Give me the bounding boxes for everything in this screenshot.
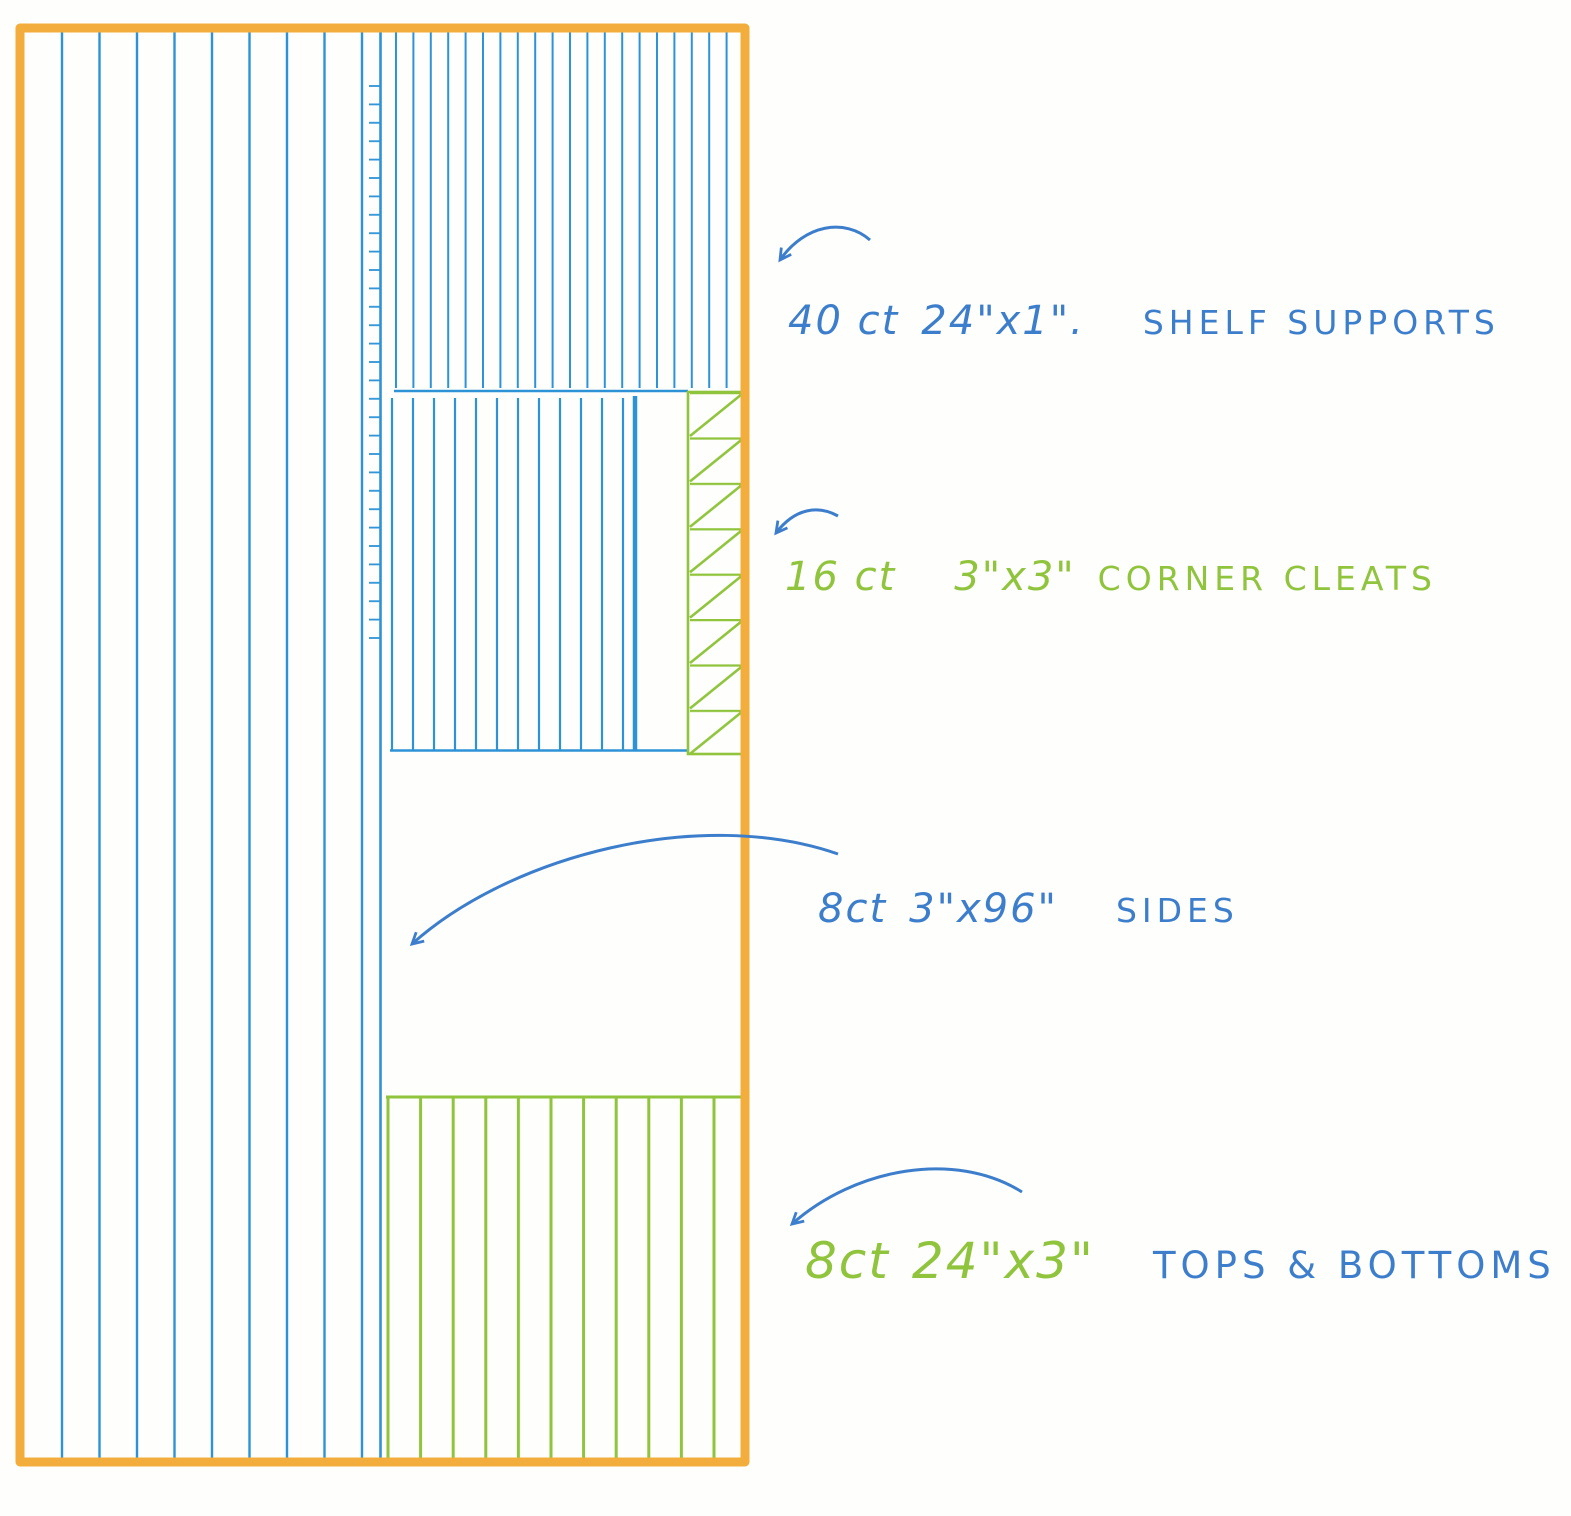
shelf-supports-name: SHELF SUPPORTS (1142, 303, 1500, 342)
shelf-supports-block (394, 30, 740, 388)
corner-cleats-size: 3"x3" (954, 554, 1076, 600)
tops-bottoms-block (386, 1098, 744, 1458)
tops-bottoms-size: 24"x3" (911, 1232, 1095, 1290)
label-sides: 8ct 3"x96" SIDES (818, 886, 1239, 932)
corner-cleats-arrow (774, 508, 839, 536)
sides-arrow (409, 833, 839, 946)
sides-strips-lines (50, 30, 374, 1460)
ruler-tick-marks (369, 84, 381, 644)
shelf-supports-count: 40 ct (788, 298, 900, 344)
shelf-supports-size: 24"x1". (921, 298, 1085, 344)
corner-cleats-count: 16 ct (785, 554, 897, 600)
label-shelf-supports: 40 ct 24"x1". SHELF SUPPORTS (788, 298, 1500, 344)
sides-name: SIDES (1115, 891, 1239, 930)
shelf-supports-arrow (778, 225, 871, 263)
tops-bottoms-count: 8ct (805, 1232, 890, 1290)
corner-cleats-name: CORNER CLEATS (1097, 559, 1437, 598)
sides-size: 3"x96" (909, 886, 1058, 932)
tops-bottoms-arrow (789, 1167, 1023, 1226)
sides-count: 8ct (818, 886, 888, 932)
tops-bottoms-name: TOPS & BOTTOMS (1152, 1244, 1556, 1287)
label-tops-bottoms: 8ct 24"x3" TOPS & BOTTOMS (805, 1232, 1556, 1290)
label-corner-cleats: 16 ct 3"x3" CORNER CLEATS (785, 554, 1437, 600)
corner-cleats-strip (686, 390, 745, 756)
middle-strips-block (390, 398, 638, 750)
plywood-sheet-outline (15, 23, 750, 1467)
